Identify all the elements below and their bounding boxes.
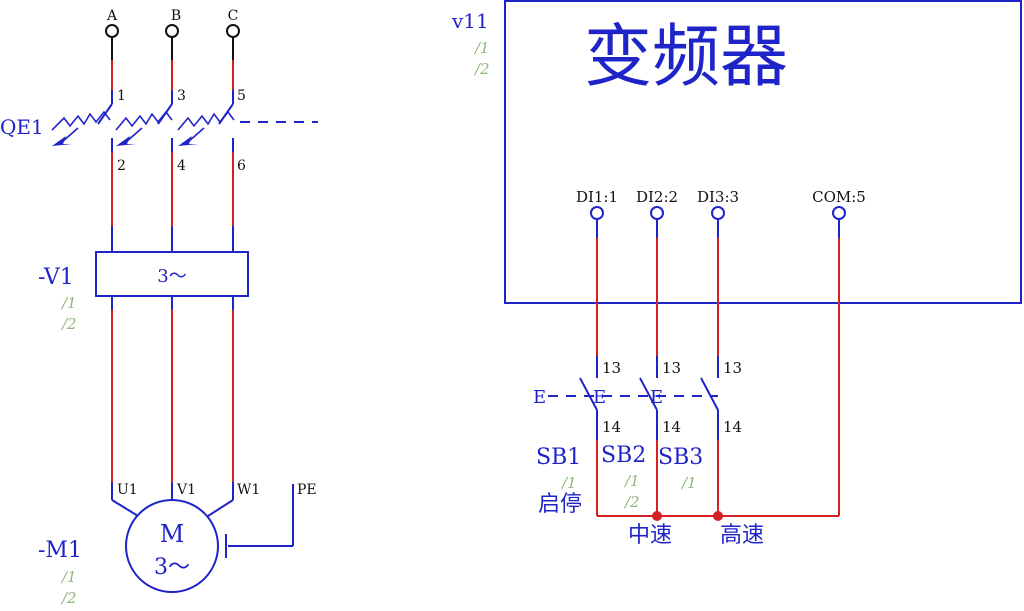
vfd-tag: v11: [451, 9, 489, 33]
motor-m1-tag: -M1: [38, 538, 82, 563]
vfd-title: 变频器: [584, 18, 788, 97]
phase-label-c: C: [228, 8, 239, 24]
vfd-terminal-di1-label: DI1:1: [576, 188, 618, 206]
vfd-terminal-di2-label: DI2:2: [636, 188, 678, 206]
phase-label-b: B: [171, 8, 181, 24]
function-mid-speed: 中速: [628, 523, 672, 548]
sb2-contact-14: 14: [662, 418, 681, 436]
breaker-terminal-4: 4: [177, 158, 186, 174]
converter-v1-ref-1: /1: [60, 294, 77, 312]
motor-terminal-u1: U1: [117, 482, 138, 498]
motor-letter: M: [160, 520, 185, 548]
converter-v1-symbol: 3～: [157, 266, 186, 287]
motor-terminal-w1: W1: [237, 482, 260, 498]
function-start-stop: 启停: [538, 492, 582, 517]
phase-label-a: A: [106, 8, 118, 24]
vfd-terminal-di2: [650, 206, 664, 220]
sb3-tag: SB3: [658, 445, 703, 470]
breaker-terminal-2: 2: [117, 158, 126, 174]
breaker-terminal-3: 3: [177, 88, 186, 104]
vfd-terminal-com-label: COM:5: [812, 188, 866, 206]
motor-m1-ref-1: /1: [60, 568, 77, 586]
junction-node-2: [713, 511, 723, 521]
breaker-qe1-symbol: [51, 103, 318, 152]
motor-m1-ref-2: /2: [60, 589, 77, 607]
converter-v1-tag: -V1: [38, 265, 74, 290]
function-high-speed: 高速: [720, 523, 764, 548]
breaker-terminal-6: 6: [237, 158, 246, 174]
sb2-ref-2: /2: [623, 493, 640, 511]
sb2-ref-1: /1: [623, 472, 640, 490]
sb3-contact-14: 14: [723, 418, 742, 436]
vfd-terminal-com: [832, 206, 846, 220]
vfd-ref-1: /1: [473, 39, 490, 57]
supply-terminal-b: [165, 24, 179, 38]
sb3-actuator: E: [650, 387, 663, 408]
sb2-contact-13: 13: [662, 359, 681, 377]
motor-symbol: 3～: [154, 555, 190, 580]
vfd-terminal-di3-label: DI3:3: [697, 188, 739, 206]
motor-m1-symbol: [125, 499, 219, 593]
sb2-actuator: E: [593, 387, 606, 408]
vfd-terminal-di1: [590, 206, 604, 220]
switch-contacts: [548, 377, 719, 440]
vfd-terminal-di3: [711, 206, 725, 220]
power-circuit: A B C 1 3 5 2 4 6: [0, 8, 318, 607]
motor-pe-label: PE: [297, 482, 317, 498]
sb2-tag: SB2: [601, 443, 646, 468]
motor-terminal-v1: V1: [176, 482, 196, 498]
breaker-terminal-1: 1: [117, 88, 126, 104]
sb3-contact-13: 13: [723, 359, 742, 377]
sb1-contact-13: 13: [602, 359, 621, 377]
converter-v1-ref-2: /2: [60, 315, 77, 333]
supply-terminal-c: [226, 24, 240, 38]
sb1-contact-14: 14: [602, 418, 621, 436]
control-circuit: 变频器 v11 /1 /2 DI1:1 DI2:2 DI3:3 COM:5 13…: [451, 0, 1022, 548]
junction-node-1: [652, 511, 662, 521]
supply-terminal-a: [105, 24, 119, 38]
sb3-ref: /1: [680, 474, 697, 492]
sb1-tag: SB1: [536, 445, 581, 470]
sb1-actuator: E: [533, 387, 546, 408]
breaker-terminal-5: 5: [237, 88, 246, 104]
vfd-box: [504, 0, 1022, 304]
breaker-tag: QE1: [0, 115, 44, 139]
vfd-ref-2: /2: [473, 60, 490, 78]
sb1-ref: /1: [560, 474, 577, 492]
converter-v1-box: [95, 251, 249, 297]
